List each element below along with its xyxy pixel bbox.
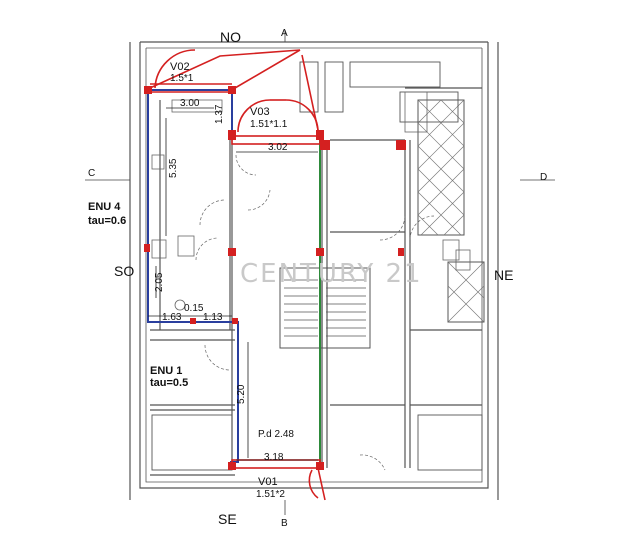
red-markers [144,86,406,470]
compass-no-label: NO [220,29,241,45]
dim-1-13: 1.13 [203,312,223,323]
section-mark-b: B [281,518,288,529]
dim-2-05: 2.05 [154,272,165,292]
dim-1-37: 1.37 [214,104,225,124]
dimension-lines [148,107,318,461]
fixtures [151,91,471,311]
window-v02-size: 1.5*1 [170,73,194,84]
dim-3-18: 3.18 [264,452,284,463]
watermark: CENTURY 21 [240,259,423,289]
dim-1-63: 1.63 [162,312,182,323]
compass-so-label: SO [114,263,134,279]
door-swings [195,154,435,471]
section-lines [85,30,555,515]
floor-height-label: P.d 2.48 [258,429,294,440]
window-v02-name: V02 [170,61,190,73]
enu1-tau: tau=0.5 [150,377,188,389]
compass-ne-label: NE [494,267,513,283]
enu4-tau: tau=0.6 [88,215,126,227]
window-v03-size: 1.51*1.1 [250,119,288,130]
window-v01-size: 1.51*2 [256,489,285,500]
compass-se-label: SE [218,511,237,527]
red-elements [149,49,326,501]
enu4-name: ENU 4 [88,201,121,213]
dim-3-02: 3.02 [268,142,288,153]
dim-5-20: 5.20 [236,384,247,404]
section-mark-c: C [88,168,95,179]
dim-0-15: 0.15 [184,303,204,314]
section-mark-d: D [540,172,547,183]
dim-3-00: 3.00 [180,98,200,109]
window-v03-name: V03 [250,106,270,118]
stairs [284,279,366,337]
section-mark-a: A [281,28,288,39]
enu1-name: ENU 1 [150,365,182,377]
dim-5-35: 5.35 [168,158,179,178]
window-v01-name: V01 [258,476,278,488]
